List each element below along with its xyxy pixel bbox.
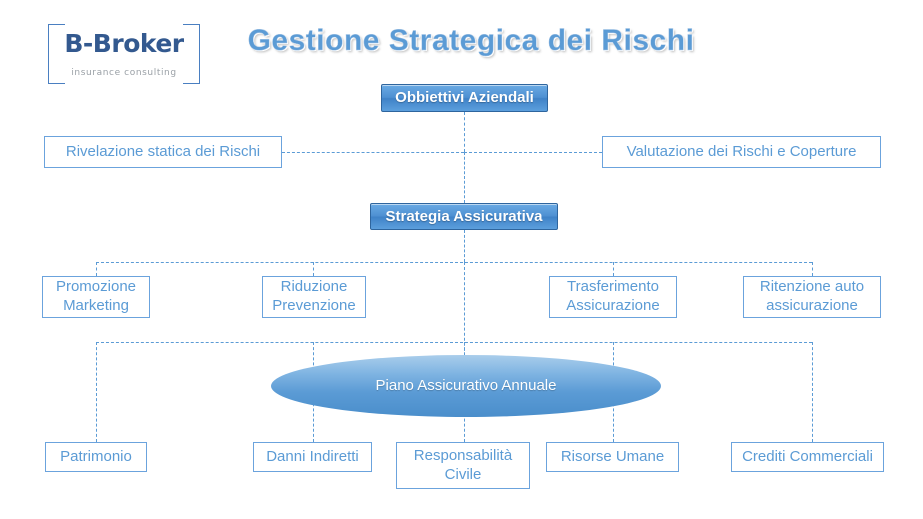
node-valutazione-dei-rischi-e-coperture[interactable]: Valutazione dei Rischi e Coperture xyxy=(602,136,881,168)
brand-logo: B-Broker insurance consulting xyxy=(48,24,200,84)
node-rivelazione-statica-dei-rischi[interactable]: Rivelazione statica dei Rischi xyxy=(44,136,282,168)
node-trasferimento-assicurazione-line1: Trasferimento xyxy=(567,278,659,296)
connector-bus3-drop-3 xyxy=(613,262,614,276)
connector-objectives-to-spine xyxy=(464,112,465,152)
node-responsabilita-civile[interactable]: Responsabilità Civile xyxy=(396,442,530,489)
node-danni-indiretti[interactable]: Danni Indiretti xyxy=(253,442,372,472)
connector-bus4-drop-1 xyxy=(96,342,97,442)
node-riduzione-prevenzione[interactable]: Riduzione Prevenzione xyxy=(262,276,366,318)
node-strategia-assicurativa[interactable]: Strategia Assicurativa xyxy=(370,203,558,230)
connector-strategy-to-bus3 xyxy=(464,230,465,262)
connector-bus-level3 xyxy=(96,262,812,263)
node-strategia-assicurativa-label: Strategia Assicurativa xyxy=(385,207,543,225)
node-piano-assicurativo-annuale[interactable]: Piano Assicurativo Annuale xyxy=(271,355,661,417)
node-risorse-umane[interactable]: Risorse Umane xyxy=(546,442,679,472)
node-ritenzione-auto-assicurazione-line1: Ritenzione auto xyxy=(759,278,865,296)
logo-wordmark: B-Broker xyxy=(48,29,200,58)
node-obbiettivi-aziendali-label: Obbiettivi Aziendali xyxy=(395,89,534,107)
node-valutazione-dei-rischi-e-coperture-label: Valutazione dei Rischi e Coperture xyxy=(626,143,857,161)
connector-bus-level4 xyxy=(96,342,812,343)
node-risorse-umane-label: Risorse Umane xyxy=(560,448,665,466)
page-title: Gestione Strategica dei Rischi xyxy=(247,24,695,57)
connector-bus4-drop-5 xyxy=(812,342,813,442)
node-crediti-commerciali-label: Crediti Commerciali xyxy=(742,448,873,466)
node-riduzione-prevenzione-line1: Riduzione xyxy=(280,278,348,296)
logo-wordmark-part2: ker xyxy=(139,29,184,58)
connector-bus3-drop-2 xyxy=(313,262,314,276)
node-obbiettivi-aziendali[interactable]: Obbiettivi Aziendali xyxy=(381,84,548,112)
connector-spine-through-level3 xyxy=(464,262,465,366)
node-piano-assicurativo-annuale-label: Piano Assicurativo Annuale xyxy=(375,377,557,395)
logo-tagline: insurance consulting xyxy=(71,68,177,78)
connector-row2-horizontal-right xyxy=(464,152,602,153)
node-crediti-commerciali[interactable]: Crediti Commerciali xyxy=(731,442,884,472)
node-ritenzione-auto-assicurazione[interactable]: Ritenzione auto assicurazione xyxy=(743,276,881,318)
connector-bus3-drop-1 xyxy=(96,262,97,276)
node-trasferimento-assicurazione[interactable]: Trasferimento Assicurazione xyxy=(549,276,677,318)
node-promozione-marketing-line2: Marketing xyxy=(63,297,129,314)
node-trasferimento-assicurazione-line2: Assicurazione xyxy=(566,297,660,314)
logo-wordmark-o-glyph: o xyxy=(123,29,140,58)
logo-bracket-left-icon xyxy=(48,24,65,84)
node-patrimonio-label: Patrimonio xyxy=(60,448,132,466)
node-promozione-marketing-line1: Promozione xyxy=(55,278,137,296)
logo-wordmark-part1: B-Br xyxy=(64,29,124,58)
node-ritenzione-auto-assicurazione-line2: assicurazione xyxy=(766,297,858,314)
node-promozione-marketing[interactable]: Promozione Marketing xyxy=(42,276,150,318)
connector-spine-to-strategy xyxy=(464,152,465,203)
connector-row2-horizontal-left xyxy=(282,152,464,153)
node-responsabilita-civile-line1: Responsabilità xyxy=(413,446,513,464)
node-responsabilita-civile-line2: Civile xyxy=(444,465,482,483)
connector-bus3-drop-4 xyxy=(812,262,813,276)
node-danni-indiretti-label: Danni Indiretti xyxy=(266,448,359,466)
node-rivelazione-statica-dei-rischi-label: Rivelazione statica dei Rischi xyxy=(65,143,261,161)
logo-bracket-right-icon xyxy=(183,24,200,84)
node-patrimonio[interactable]: Patrimonio xyxy=(45,442,147,472)
node-riduzione-prevenzione-line2: Prevenzione xyxy=(272,297,356,314)
